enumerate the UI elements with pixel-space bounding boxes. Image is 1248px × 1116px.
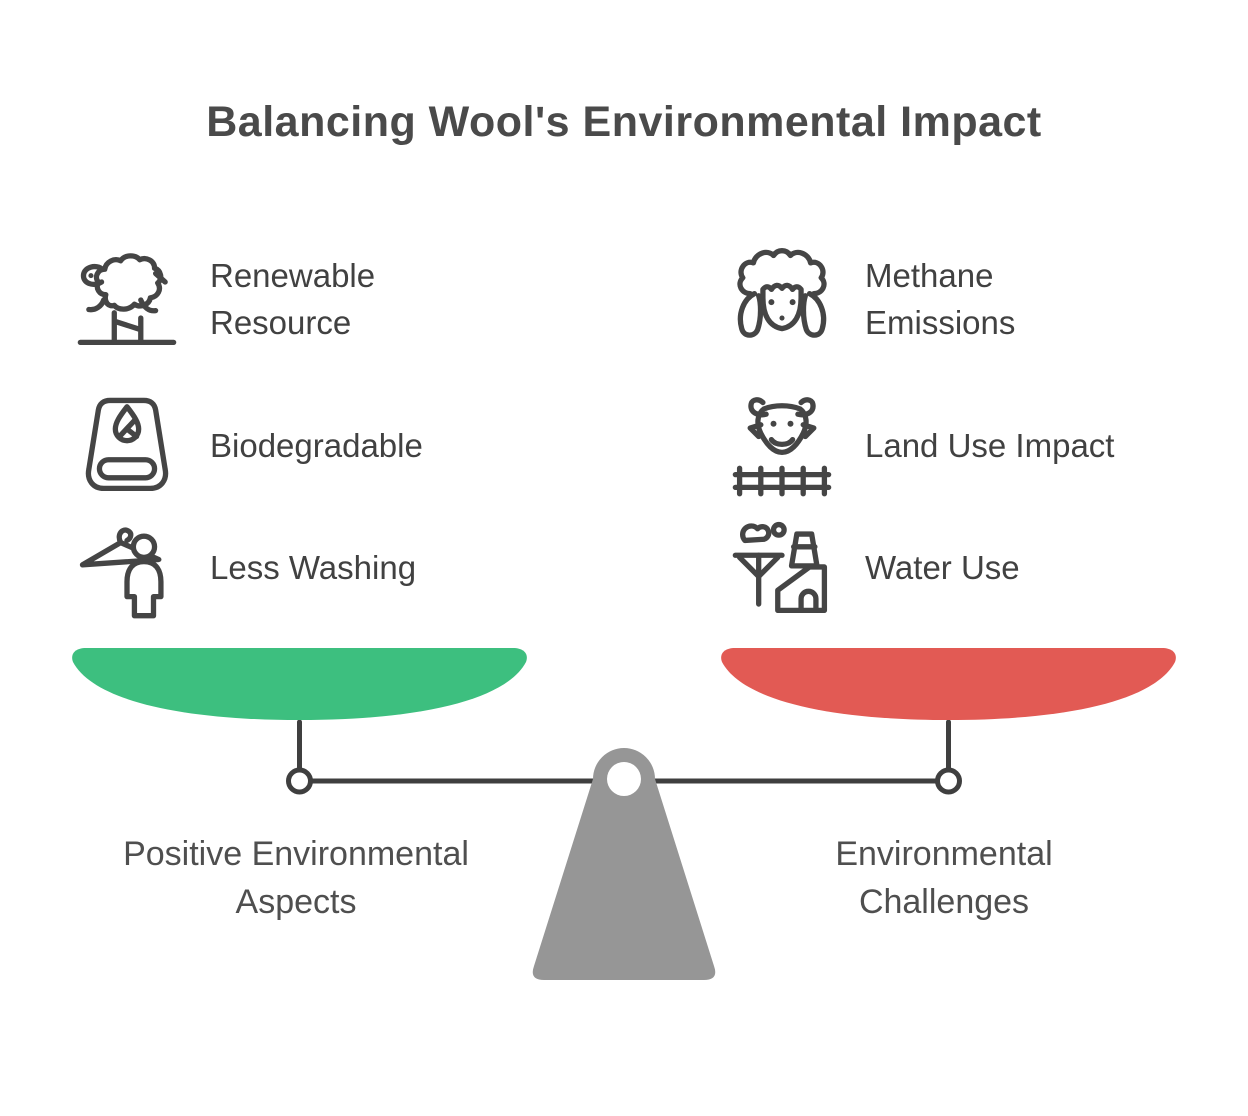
list-item-biodegradable: Biodegradable <box>74 390 423 502</box>
page-title: Balancing Wool's Environmental Impact <box>206 98 1042 146</box>
item-label-less-washing: Less Washing <box>210 548 417 586</box>
sheep-face-icon <box>729 247 835 353</box>
item-label-methane-emissions: Methane Emissions <box>865 257 1016 341</box>
negative-pan <box>721 648 1176 720</box>
towel-leaf-icon <box>74 393 180 499</box>
list-item-land-use-impact: Land Use Impact <box>729 390 1114 502</box>
factory-water-icon <box>729 515 835 621</box>
list-item-less-washing: Less Washing <box>74 512 416 624</box>
cow-fence-icon <box>729 393 835 499</box>
sheep-jumping-fence-icon <box>74 247 180 353</box>
list-item-renewable-resource: Renewable Resource <box>74 244 375 356</box>
positive-pan-label: Positive Environmental Aspects <box>123 835 469 921</box>
list-item-water-use: Water Use <box>729 512 1020 624</box>
negative-pan-label: Environmental Challenges <box>835 835 1053 921</box>
hanger-person-icon <box>74 515 180 621</box>
right-pivot-circle <box>935 767 962 795</box>
item-label-land-use-impact: Land Use Impact <box>865 426 1115 464</box>
fulcrum-weight <box>532 748 716 980</box>
item-label-renewable-resource: Renewable Resource <box>210 257 376 341</box>
left-pivot-circle <box>286 767 313 795</box>
item-label-biodegradable: Biodegradable <box>210 426 423 464</box>
positive-pan <box>72 648 527 720</box>
fulcrum-hole <box>607 762 641 796</box>
list-item-methane-emissions: Methane Emissions <box>729 244 1015 356</box>
item-label-water-use: Water Use <box>865 548 1020 586</box>
